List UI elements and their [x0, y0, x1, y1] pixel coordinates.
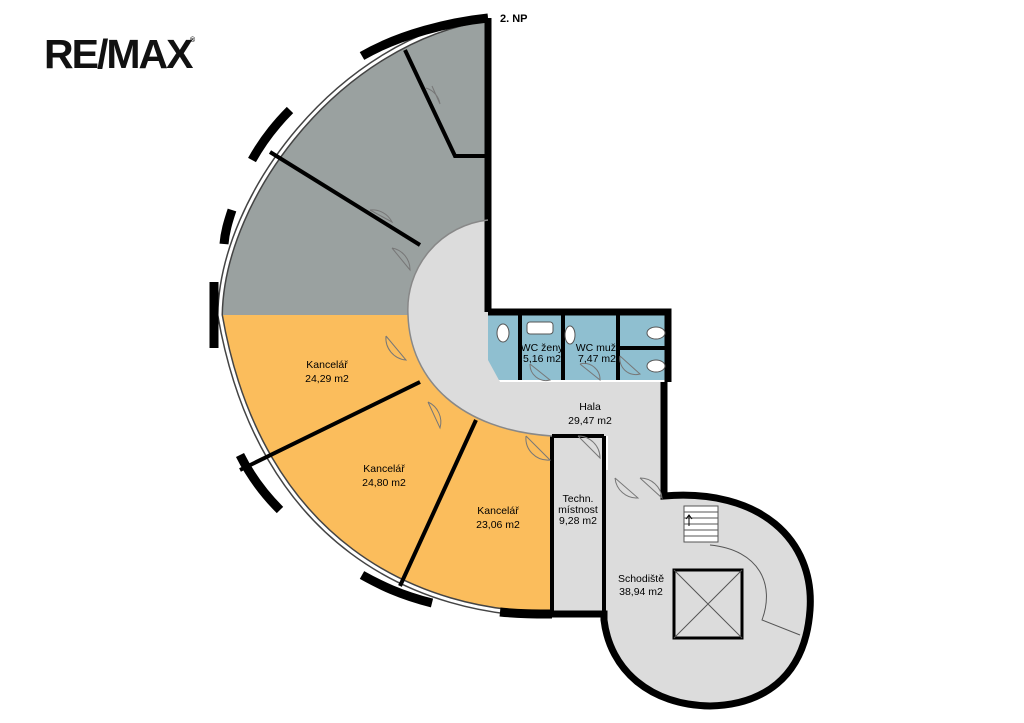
wc-women-area: 5,16 m2 [523, 353, 561, 365]
hall-area [407, 220, 664, 470]
office1-area: 24,29 m2 [305, 373, 349, 385]
wc-men-name: WC muži [576, 342, 619, 354]
stairs-area-label: 38,94 m2 [619, 586, 663, 598]
tech-name-line2: místnost [558, 504, 598, 516]
wc-fixtures [496, 321, 666, 373]
office2-area: 24,80 m2 [362, 477, 406, 489]
wc-women-name: WC ženy [521, 342, 564, 354]
stairs-name: Schodiště [618, 573, 664, 585]
office-orange-area [220, 315, 552, 615]
hall-area-label: 29,47 m2 [568, 415, 612, 427]
remax-logo: RE/MAX ® [44, 31, 196, 77]
office2-name: Kancelář [363, 463, 405, 475]
office3-name: Kancelář [477, 505, 519, 517]
hall-name: Hala [579, 401, 601, 413]
tech-area: 9,28 m2 [559, 515, 597, 527]
office3-area: 23,06 m2 [476, 519, 520, 531]
office1-name: Kancelář [306, 359, 348, 371]
office-gray-area [220, 18, 488, 315]
floor-label: 2. NP [500, 13, 528, 25]
stair-details [672, 505, 801, 640]
logo-registered-mark: ® [190, 36, 196, 44]
wc-men-area: 7,47 m2 [578, 353, 616, 365]
tech-name-line1: Techn. [563, 493, 594, 505]
tech-room-area [552, 436, 604, 614]
logo-text: RE/MAX [44, 31, 193, 77]
